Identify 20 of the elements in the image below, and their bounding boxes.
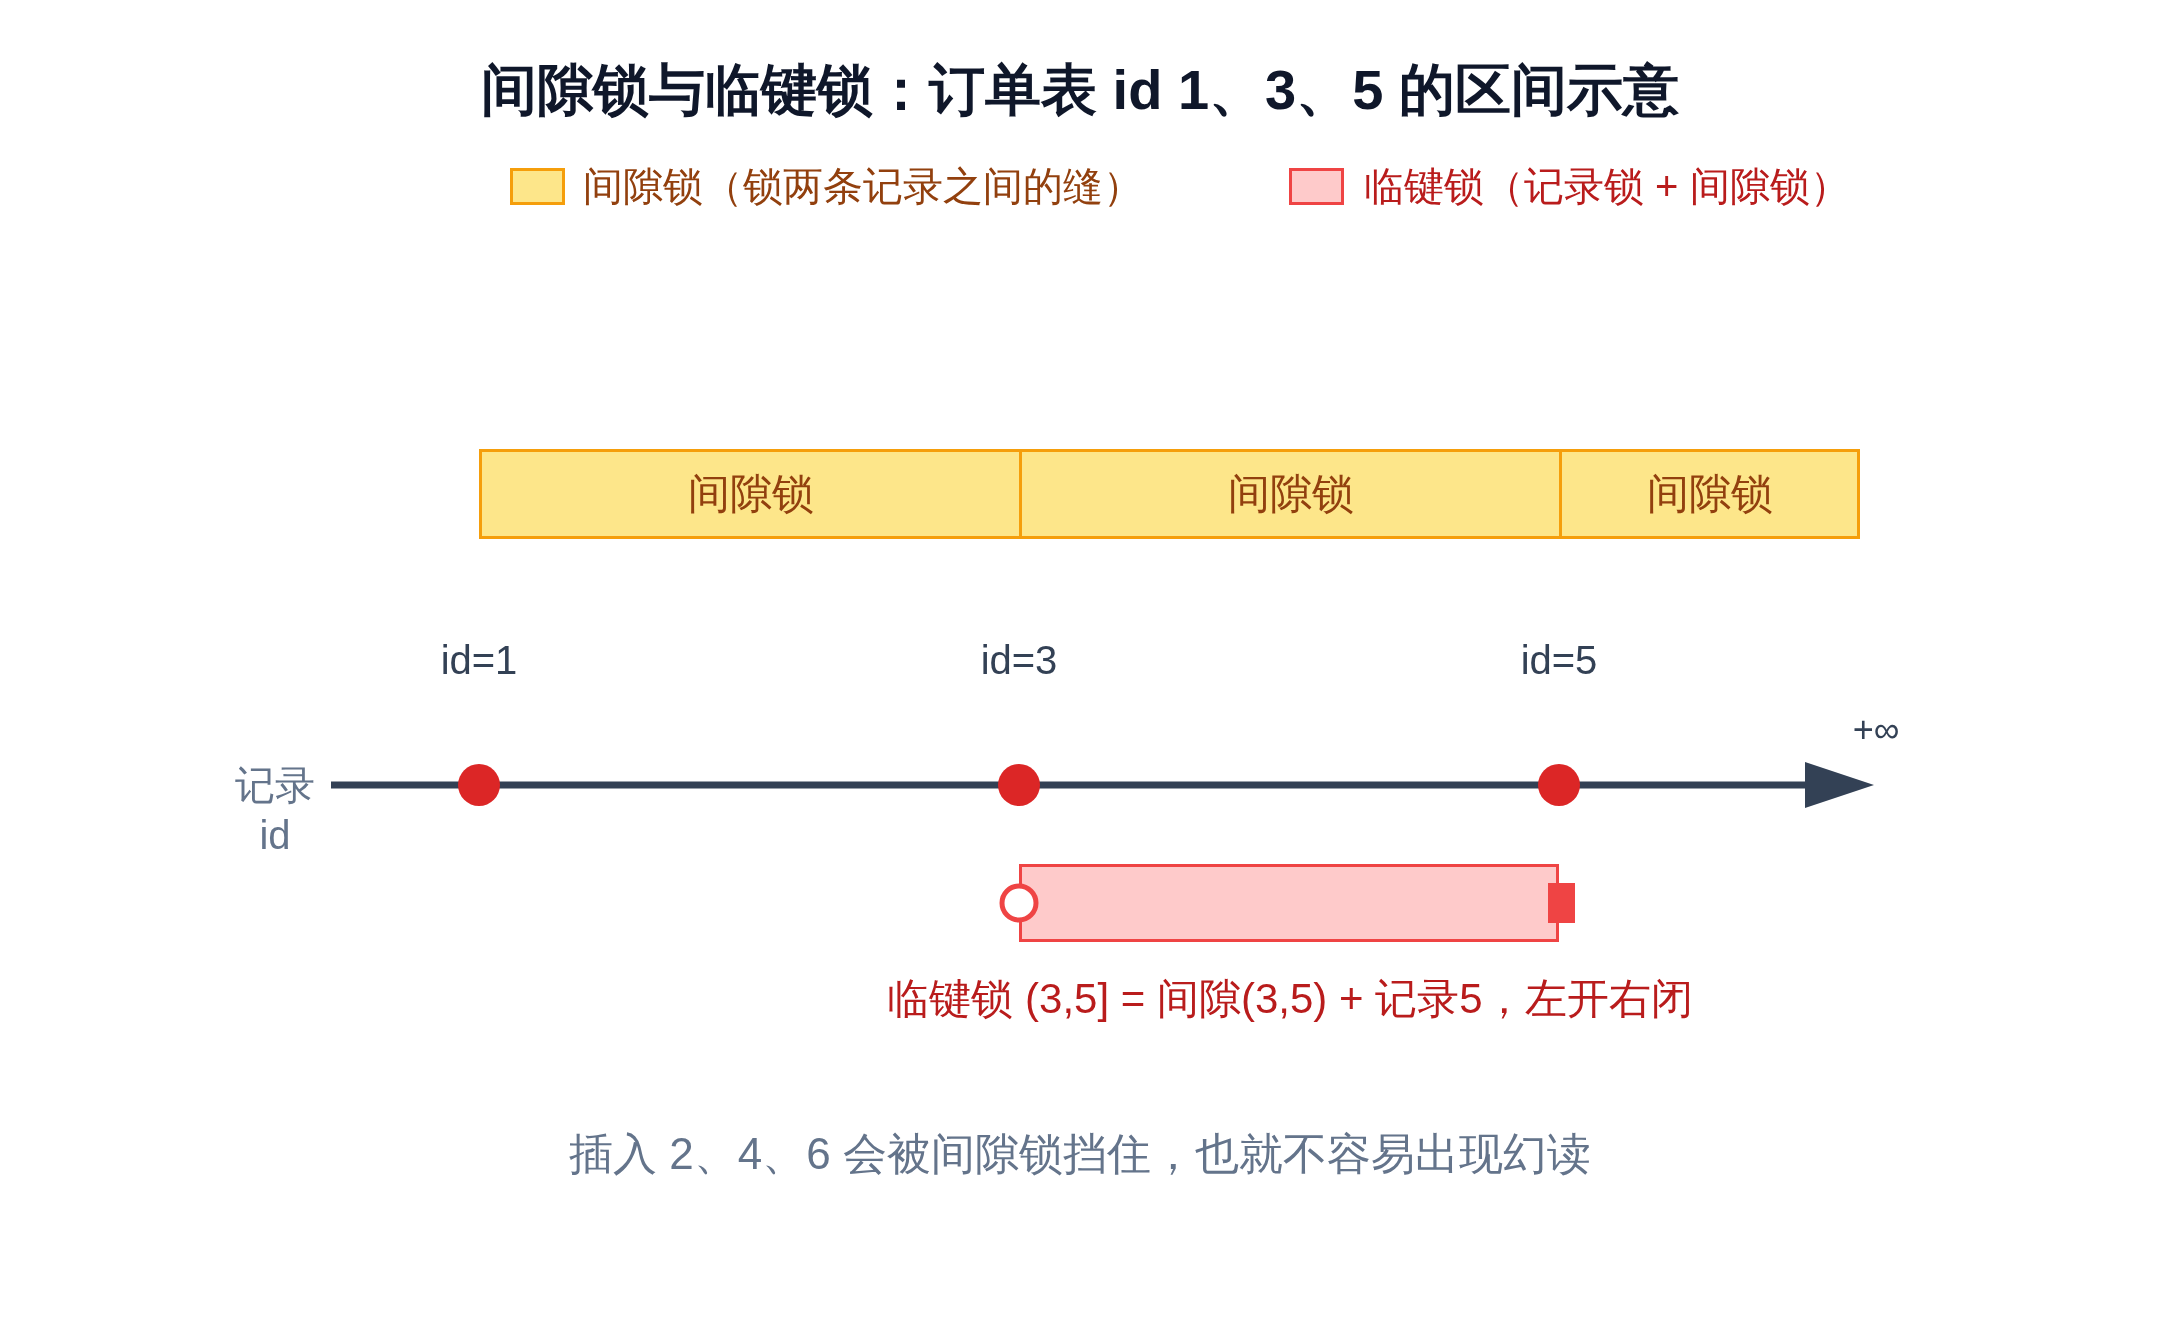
id-label: id=1 <box>440 637 518 684</box>
next-key-lock-bar <box>1019 864 1559 942</box>
diagram-title: 间隙锁与临键锁：订单表 id 1、3、5 的区间示意 <box>481 57 1679 124</box>
bar-label: 间隙锁 <box>687 468 814 519</box>
caption-note: 插入 2、4、6 会被间隙锁挡住，也就不容易出现幻读 <box>569 1127 1591 1180</box>
record-dot <box>458 764 500 806</box>
bar-label: 间隙锁 <box>1646 468 1773 519</box>
id-label: id=3 <box>980 637 1058 684</box>
next-key-caption: 临键锁 (3,5] = 间隙(3,5) + 记录5，左开右闭 <box>887 973 1693 1024</box>
id-label: id=5 <box>1520 637 1598 684</box>
axis-label: 记录 id <box>234 762 316 859</box>
infinity-label: +∞ <box>1852 708 1900 752</box>
bar-label: 间隙锁 <box>1227 468 1354 519</box>
gap-lock-bar <box>479 449 1022 539</box>
gap-lock-bar <box>1559 449 1860 539</box>
record-dot <box>998 764 1040 806</box>
legend-label: 临键锁（记录锁 + 间隙锁） <box>1364 163 1850 210</box>
record-dot <box>1538 764 1580 806</box>
legend-label: 间隙锁（锁两条记录之间的缝） <box>583 163 1143 210</box>
gap-lock-bar <box>1019 449 1562 539</box>
